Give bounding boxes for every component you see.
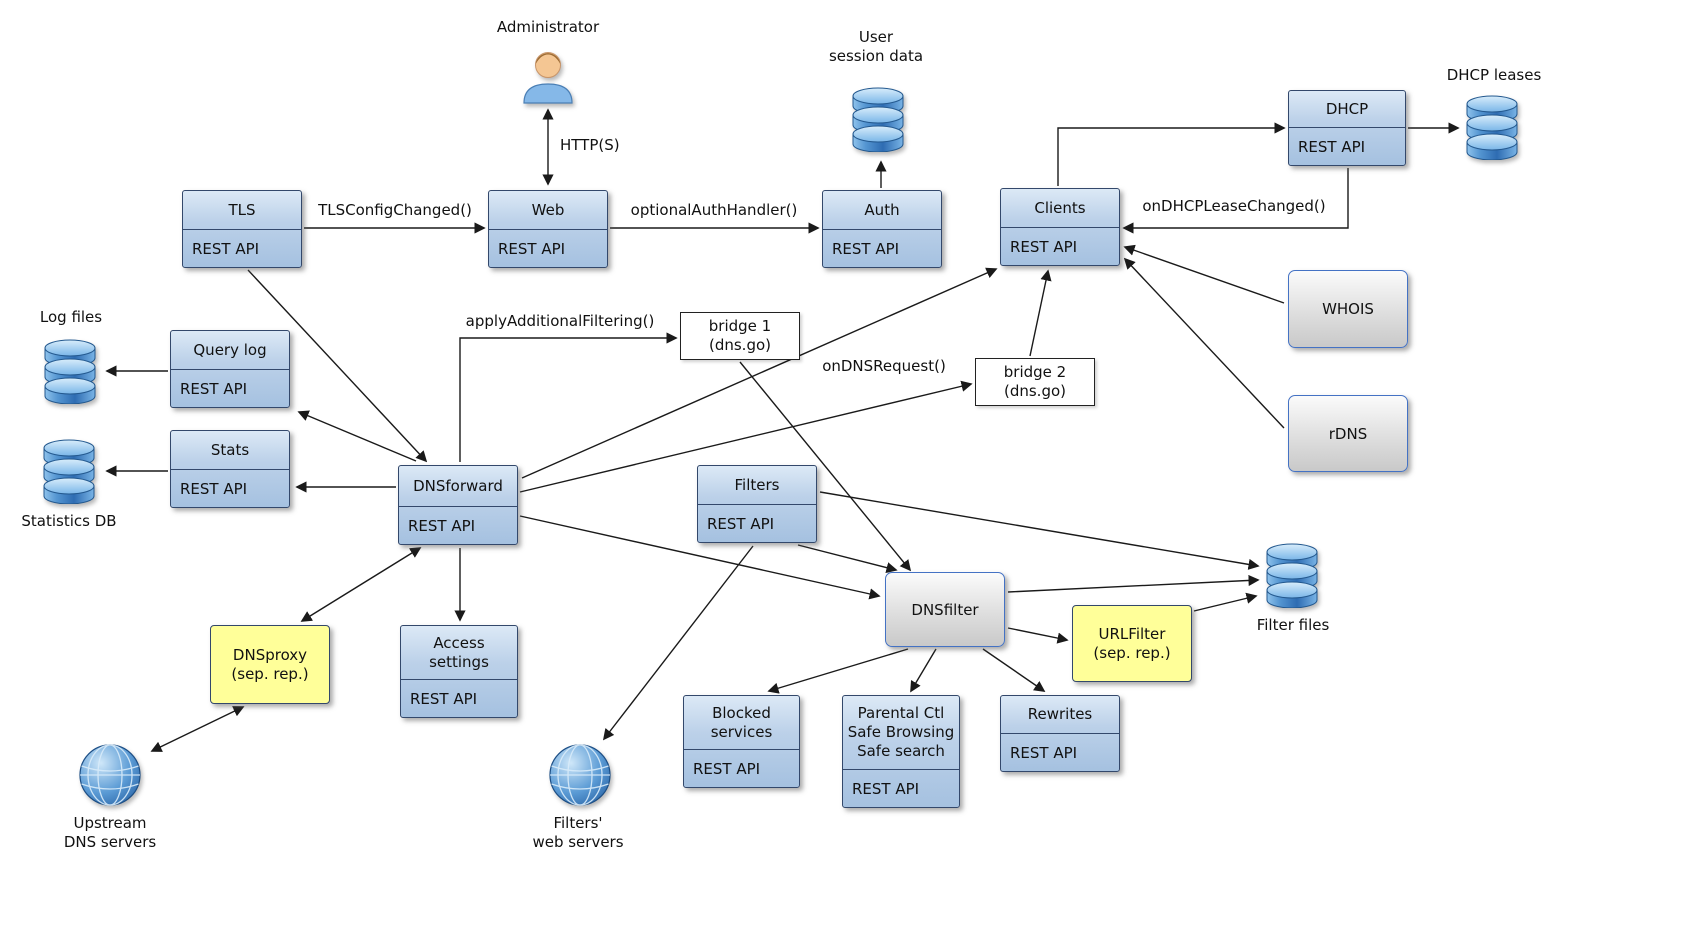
module-tls: TLS REST API	[182, 190, 302, 268]
module-clients-api: REST API	[1010, 237, 1078, 256]
module-query-log-api: REST API	[180, 379, 248, 398]
module-blocked-services-api: REST API	[693, 759, 761, 778]
datastore-dhcp-leases-label: DHCP leases	[1446, 66, 1542, 84]
edge-filters-filterfiles	[819, 491, 1260, 570]
module-web: Web REST API	[488, 190, 608, 268]
module-access-settings-api: REST API	[410, 689, 478, 708]
edge-dnsforward-querylog	[297, 410, 417, 462]
datastore-log-files-label: Log files	[39, 308, 103, 326]
edge-whois-clients	[1123, 244, 1285, 304]
edge-label-optionalauthhandler: optionalAuthHandler()	[630, 201, 798, 219]
user-session-database-icon	[852, 87, 904, 152]
panel-rdns: rDNS	[1288, 395, 1408, 472]
module-auth: Auth REST API	[822, 190, 942, 268]
module-auth-title: Auth	[823, 191, 941, 230]
edge-dnsproxy-upstream	[150, 706, 245, 752]
module-filters-api: REST API	[707, 514, 775, 533]
edge-label-http: HTTP(S)	[560, 136, 620, 154]
edge-filters-dnsfilter	[797, 544, 898, 574]
bridge-1: bridge 1 (dns.go)	[680, 312, 800, 360]
note-dnsproxy: DNSproxy (sep. rep.)	[210, 625, 330, 704]
edge-dnsforward-dnsproxy	[300, 547, 422, 622]
module-auth-api: REST API	[832, 239, 900, 258]
module-query-log-title: Query log	[171, 331, 289, 370]
module-blocked-services-title: Blocked services	[684, 696, 799, 750]
edge-bridge1-dnsfilter	[739, 361, 912, 572]
edge-label-ondnsrequest: onDNSRequest()	[822, 357, 946, 375]
edge-rdns-clients	[1123, 257, 1285, 429]
edge-urlfilter-filterfiles	[1193, 592, 1258, 612]
panel-dnsfilter: DNSfilter	[885, 572, 1005, 647]
module-parental: Parental Ctl Safe Browsing Safe search R…	[842, 695, 960, 808]
edge-clients-dhcp	[1057, 122, 1286, 186]
panel-whois: WHOIS	[1288, 270, 1408, 348]
datastore-statistics-db-label: Statistics DB	[21, 512, 117, 530]
module-clients-title: Clients	[1001, 189, 1119, 228]
module-stats-api: REST API	[180, 479, 248, 498]
edge-bridge2-clients	[1029, 269, 1052, 357]
edge-label-tlsconfigchanged: TLSConfigChanged()	[318, 201, 472, 219]
edge-dnsfilter-parental	[910, 648, 937, 693]
statistics-database-icon	[43, 439, 95, 504]
edge-dnsforward-bridge1	[459, 332, 678, 462]
datastore-user-session-data-label: User session data	[828, 28, 924, 65]
log-files-database-icon	[44, 339, 96, 404]
module-dhcp: DHCP REST API	[1288, 90, 1406, 166]
edge-dnsforward-clients	[521, 267, 998, 479]
filters-web-servers-globe-icon	[549, 744, 611, 806]
module-rewrites-title: Rewrites	[1001, 696, 1119, 734]
administrator-icon	[523, 52, 573, 104]
module-dnsforward: DNSforward REST API	[398, 465, 518, 545]
module-parental-api: REST API	[852, 779, 920, 798]
edge-dnsforward-bridge2	[519, 380, 973, 493]
module-access-settings-title: Access settings	[401, 626, 517, 680]
edge-dnsfilter-blocked	[767, 648, 909, 694]
edge-dnsforward-dnsfilter	[519, 515, 881, 600]
module-access-settings: Access settings REST API	[400, 625, 518, 718]
administrator-label: Administrator	[496, 18, 600, 36]
module-blocked-services: Blocked services REST API	[683, 695, 800, 788]
module-query-log: Query log REST API	[170, 330, 290, 408]
datastore-filter-files-label: Filter files	[1256, 616, 1330, 634]
module-dhcp-api: REST API	[1298, 137, 1366, 156]
module-web-title: Web	[489, 191, 607, 230]
module-filters: Filters REST API	[697, 465, 817, 543]
edge-dnsfilter-urlfilter	[1007, 627, 1069, 644]
module-web-api: REST API	[498, 239, 566, 258]
edge-dhcp-clients	[1122, 168, 1349, 234]
module-stats-title: Stats	[171, 431, 289, 470]
module-dnsforward-api: REST API	[408, 516, 476, 535]
module-filters-title: Filters	[698, 466, 816, 505]
module-dhcp-title: DHCP	[1289, 91, 1405, 128]
module-rewrites: Rewrites REST API	[1000, 695, 1120, 772]
module-dnsforward-title: DNSforward	[399, 466, 517, 507]
note-urlfilter: URLFilter (sep. rep.)	[1072, 605, 1192, 682]
edge-dnsfilter-filterfiles	[1007, 574, 1260, 593]
edge-label-ondhcpleasechanged: onDHCPLeaseChanged()	[1142, 197, 1326, 215]
module-tls-api: REST API	[192, 239, 260, 258]
edge-tls-dnsforward	[247, 269, 428, 463]
bridge-2: bridge 2 (dns.go)	[975, 358, 1095, 406]
filter-files-database-icon	[1266, 543, 1318, 608]
module-rewrites-api: REST API	[1010, 743, 1078, 762]
module-parental-title: Parental Ctl Safe Browsing Safe search	[843, 696, 959, 770]
module-stats: Stats REST API	[170, 430, 290, 508]
edge-label-applyadditionalfiltering: applyAdditionalFiltering()	[465, 312, 655, 330]
module-clients: Clients REST API	[1000, 188, 1120, 266]
module-tls-title: TLS	[183, 191, 301, 230]
filters-web-servers-label: Filters' web servers	[532, 814, 624, 851]
edge-filters-webservers	[602, 545, 754, 741]
upstream-dns-servers-label: Upstream DNS servers	[63, 814, 157, 851]
edge-dnsfilter-rewrites	[982, 648, 1046, 692]
upstream-dns-globe-icon	[79, 744, 141, 806]
dhcp-leases-database-icon	[1466, 95, 1518, 160]
